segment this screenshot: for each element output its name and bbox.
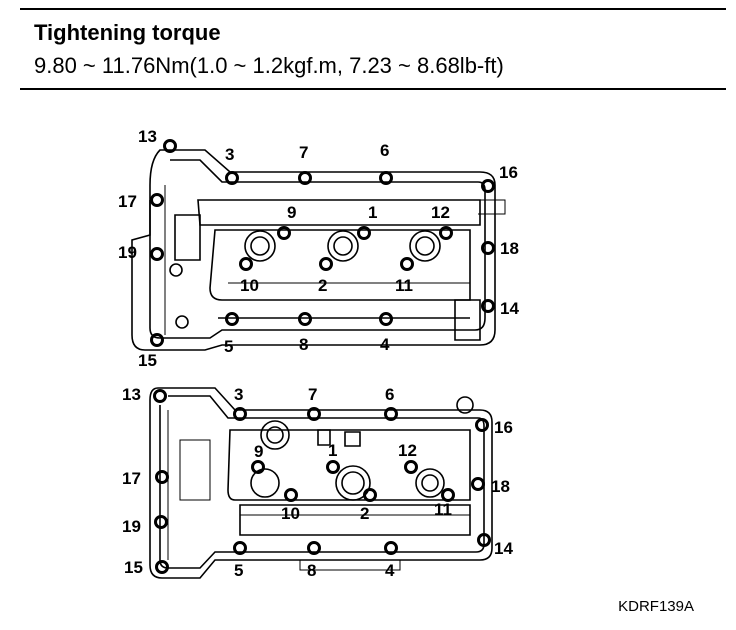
bolt-15-bottom xyxy=(155,560,169,574)
label-18-top: 18 xyxy=(500,239,519,258)
bolt-17-bottom xyxy=(155,470,169,484)
bolt-14-bottom xyxy=(477,533,491,547)
label-4-bottom: 4 xyxy=(385,561,395,580)
label-7-bottom: 7 xyxy=(308,385,317,404)
bolt-2-top xyxy=(319,257,333,271)
bolt-16-bottom xyxy=(475,418,489,432)
label-9-top: 9 xyxy=(287,203,296,222)
label-8-bottom: 8 xyxy=(307,561,316,580)
bolt-3-top xyxy=(225,171,239,185)
label-12-top: 12 xyxy=(431,203,450,222)
bolt-7-top xyxy=(298,171,312,185)
bolt-14-top xyxy=(481,299,495,313)
label-1-top: 1 xyxy=(368,203,377,222)
bolt-5-top xyxy=(225,312,239,326)
bolt-11-bottom xyxy=(441,488,455,502)
label-6-bottom: 6 xyxy=(385,385,394,404)
bottom-cover-bolts xyxy=(153,389,491,574)
bolt-5-bottom xyxy=(233,541,247,555)
label-2-bottom: 2 xyxy=(360,504,369,523)
bolt-6-top xyxy=(379,171,393,185)
bolt-9-top xyxy=(277,226,291,240)
label-19-bottom: 19 xyxy=(122,517,141,536)
torque-spec: 9.80 ~ 11.76Nm(1.0 ~ 1.2kgf.m, 7.23 ~ 8.… xyxy=(34,53,504,78)
label-1-bottom: 1 xyxy=(328,441,337,460)
page-title: Tightening torque xyxy=(34,20,221,45)
bolt-3-bottom xyxy=(233,407,247,421)
bolt-15-top xyxy=(150,333,164,347)
label-16-top: 16 xyxy=(499,163,518,182)
label-13-top: 13 xyxy=(138,127,157,146)
bolt-4-bottom xyxy=(384,541,398,555)
label-10-top: 10 xyxy=(240,276,259,295)
bolt-4-top xyxy=(379,312,393,326)
label-3-top: 3 xyxy=(225,145,234,164)
bolt-12-bottom xyxy=(404,460,418,474)
label-8-top: 8 xyxy=(299,335,308,354)
bolt-1-top xyxy=(357,226,371,240)
bolt-18-top xyxy=(481,241,495,255)
top-cover-labels: 13 3 7 6 16 17 9 1 12 19 18 10 2 11 14 5… xyxy=(118,127,519,370)
label-4-top: 4 xyxy=(380,335,390,354)
label-5-top: 5 xyxy=(224,337,233,356)
label-9-bottom: 9 xyxy=(254,442,263,461)
label-17-top: 17 xyxy=(118,192,137,211)
label-14-top: 14 xyxy=(500,299,519,318)
bolt-13-top xyxy=(163,139,177,153)
bolt-12-top xyxy=(439,226,453,240)
bolt-13-bottom xyxy=(153,389,167,403)
bottom-cover-labels: 13 3 7 6 16 9 1 12 17 18 10 2 11 19 14 5… xyxy=(122,385,513,580)
bottom-cover-outline xyxy=(149,387,493,579)
header-bottom-rule xyxy=(20,88,726,90)
top-cover-outline xyxy=(131,149,506,351)
bolt-11-top xyxy=(400,257,414,271)
figure-code: KDRF139A xyxy=(618,598,694,615)
label-5-bottom: 5 xyxy=(234,561,243,580)
bolt-6-bottom xyxy=(384,407,398,421)
bolt-19-bottom xyxy=(154,515,168,529)
label-12-bottom: 12 xyxy=(398,441,417,460)
label-15-bottom: 15 xyxy=(124,558,143,577)
bolt-10-top xyxy=(239,257,253,271)
label-16-bottom: 16 xyxy=(494,418,513,437)
bolt-8-top xyxy=(298,312,312,326)
label-6-top: 6 xyxy=(380,141,389,160)
label-2-top: 2 xyxy=(318,276,327,295)
label-17-bottom: 17 xyxy=(122,469,141,488)
bolt-2-bottom xyxy=(363,488,377,502)
bolt-17-top xyxy=(150,193,164,207)
label-10-bottom: 10 xyxy=(281,504,300,523)
top-cover-bolts xyxy=(150,139,495,347)
bolt-10-bottom xyxy=(284,488,298,502)
label-7-top: 7 xyxy=(299,143,308,162)
label-15-top: 15 xyxy=(138,351,157,370)
label-18-bottom: 18 xyxy=(491,477,510,496)
bolt-1-bottom xyxy=(326,460,340,474)
bolt-19-top xyxy=(150,247,164,261)
bolt-7-bottom xyxy=(307,407,321,421)
label-3-bottom: 3 xyxy=(234,385,243,404)
label-14-bottom: 14 xyxy=(494,539,513,558)
label-11-top: 11 xyxy=(395,276,413,295)
header-top-rule xyxy=(20,8,726,10)
label-11-bottom: 11 xyxy=(434,500,452,519)
label-13-bottom: 13 xyxy=(122,385,141,404)
bolt-8-bottom xyxy=(307,541,321,555)
bolt-9-bottom xyxy=(251,460,265,474)
label-19-top: 19 xyxy=(118,243,137,262)
bolt-18-bottom xyxy=(471,477,485,491)
bolt-16-top xyxy=(481,179,495,193)
